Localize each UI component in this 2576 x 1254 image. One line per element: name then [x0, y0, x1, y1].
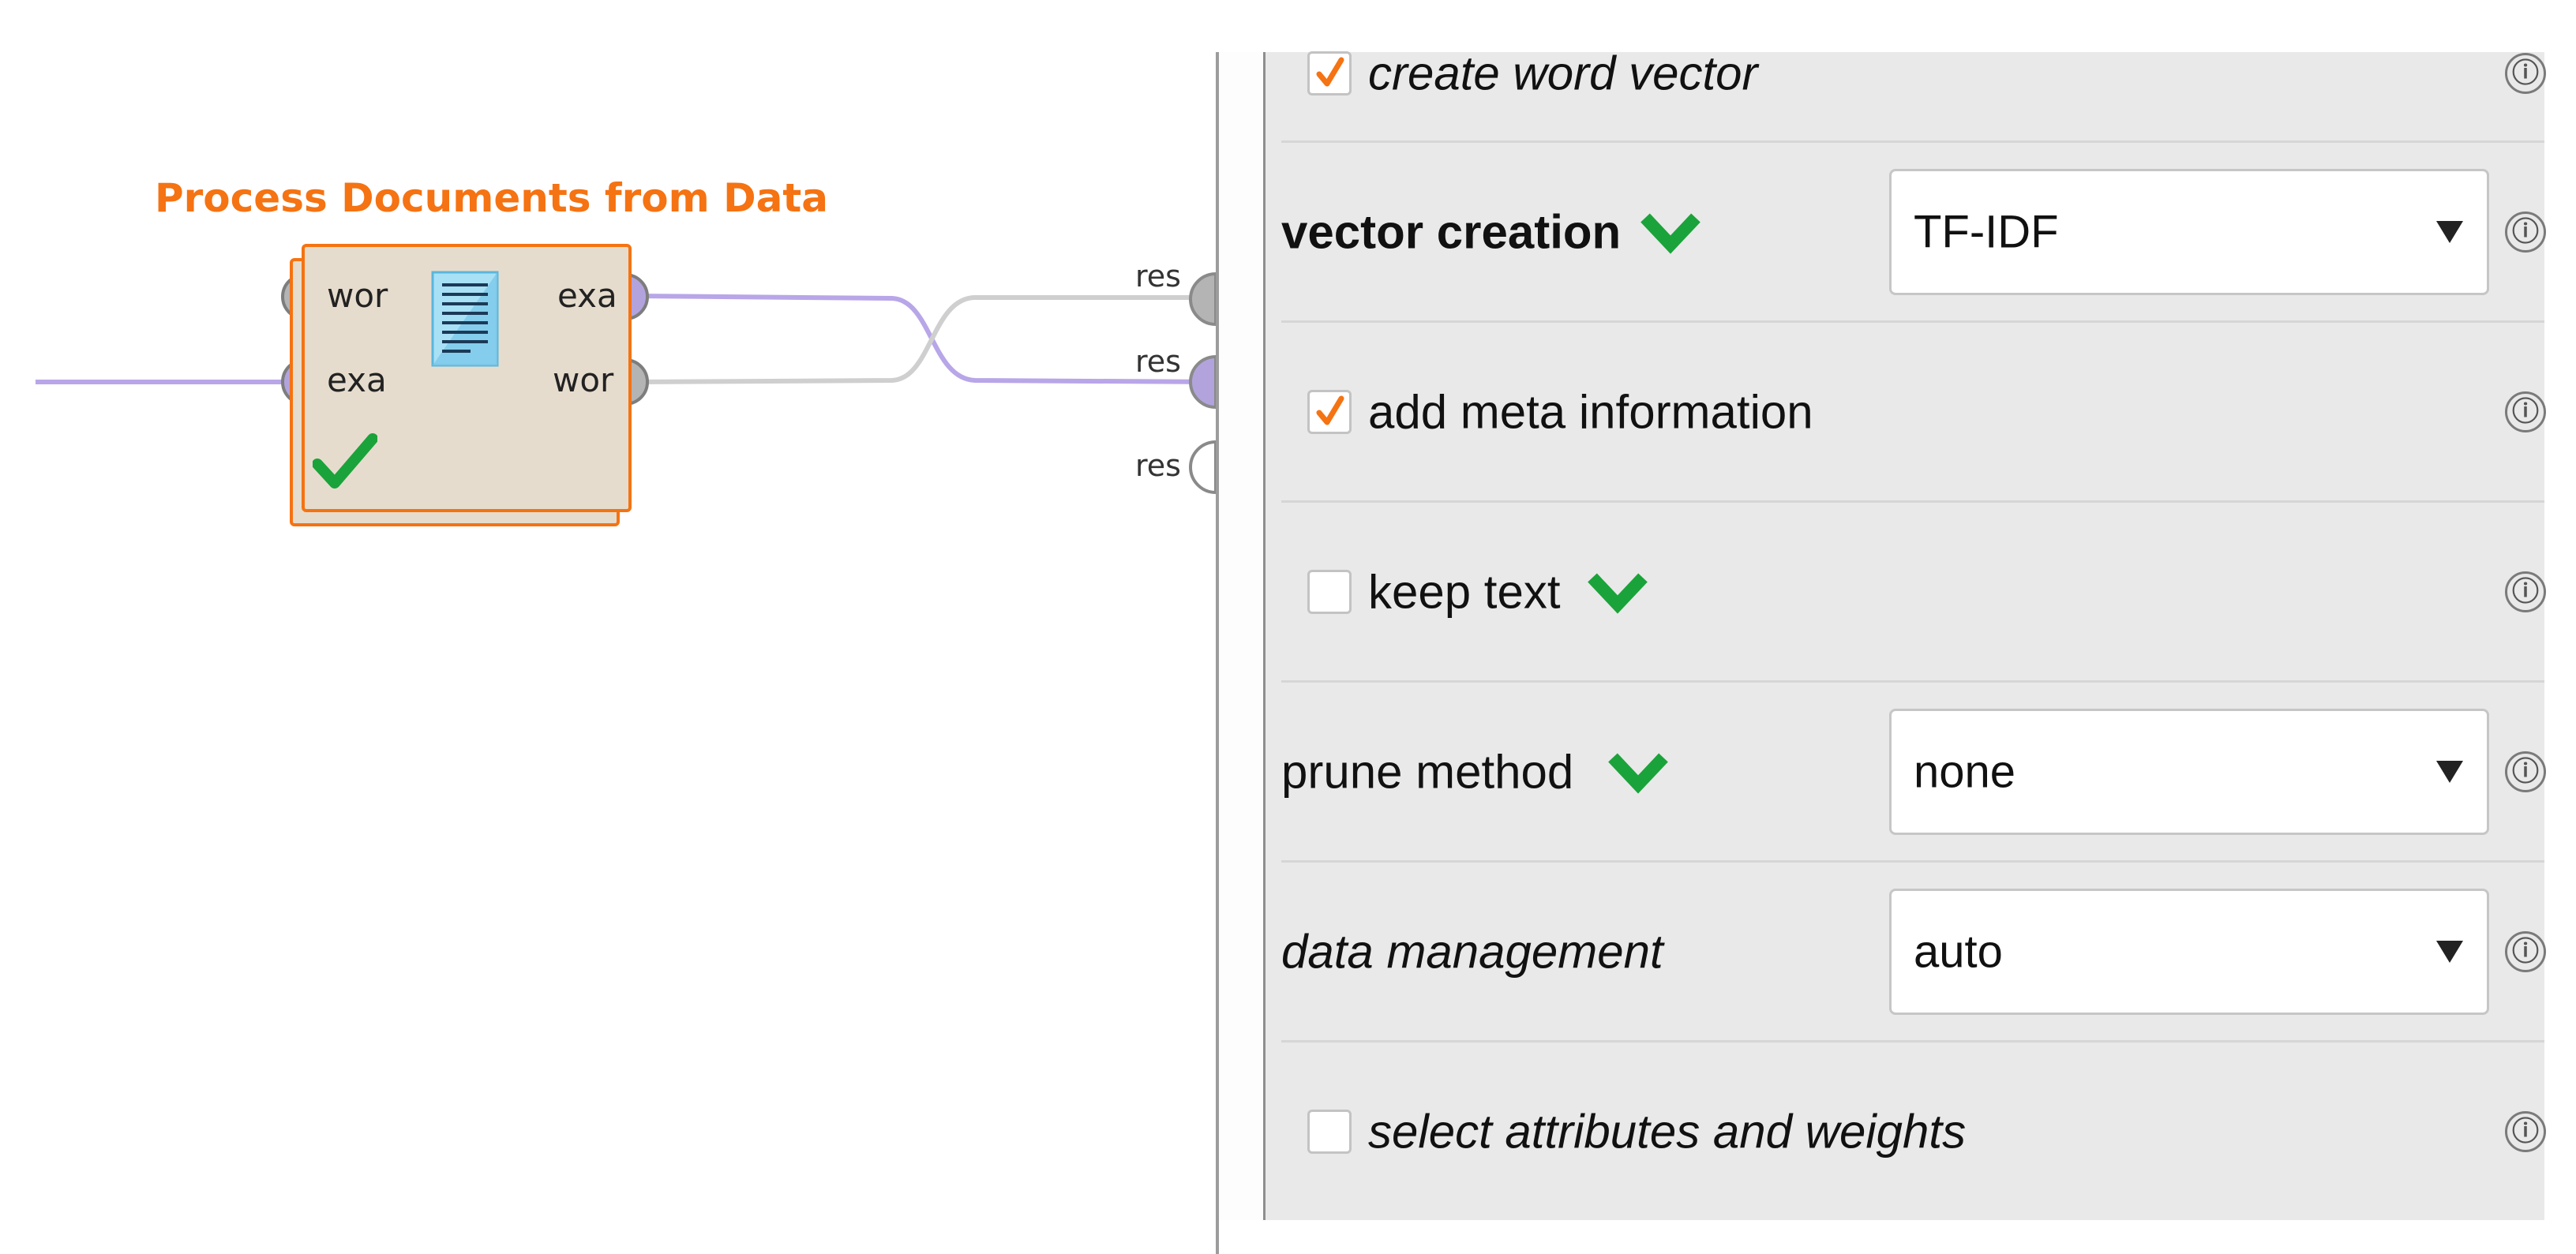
param-row-select-attributes-and-weights: select attributes and weights ⓘ	[1281, 1043, 2546, 1220]
dropdown-arrow-icon	[2436, 760, 2463, 783]
output-port-label-exa: exa	[557, 276, 617, 315]
info-icon[interactable]: ⓘ	[2505, 930, 2546, 972]
combo-value-prune-method: none	[1914, 746, 2016, 797]
result-port-3	[1189, 440, 1216, 495]
param-label-select-attributes-and-weights: select attributes and weights	[1368, 1105, 1967, 1158]
document-icon	[431, 271, 499, 367]
info-icon[interactable]: ⓘ	[2505, 211, 2546, 253]
operator-title[interactable]: Process Documents from Data	[155, 175, 829, 221]
chevron-down-icon[interactable]	[1588, 570, 1648, 614]
result-port-2	[1189, 354, 1216, 410]
row-divider	[1281, 860, 2544, 863]
info-icon[interactable]: ⓘ	[2505, 52, 2546, 94]
info-icon[interactable]: ⓘ	[2505, 391, 2546, 432]
checkbox-create-word-vector[interactable]	[1307, 51, 1352, 95]
panel-splitter[interactable]	[1216, 52, 1219, 1254]
process-canvas[interactable]: Process Documents from Data wor exa exa …	[0, 0, 1216, 1254]
param-label-keep-text: keep text	[1368, 565, 1561, 618]
panel-gutter	[1219, 52, 1263, 1220]
info-icon[interactable]: ⓘ	[2505, 751, 2546, 792]
param-label-vector-creation: vector creation	[1281, 205, 1622, 258]
param-row-vector-creation: vector creation TF-IDF ⓘ	[1281, 143, 2546, 320]
combo-data-management[interactable]: auto	[1889, 888, 2489, 1015]
dropdown-arrow-icon	[2436, 220, 2463, 243]
combo-value-data-management: auto	[1914, 926, 2003, 977]
row-divider	[1281, 680, 2544, 683]
result-port-1	[1189, 271, 1216, 327]
input-port-label-wor: wor	[327, 276, 388, 315]
input-port-label-exa: exa	[327, 361, 387, 399]
param-row-create-word-vector: create word vector ⓘ	[1281, 0, 2546, 162]
combo-vector-creation[interactable]: TF-IDF	[1889, 168, 2489, 295]
info-icon[interactable]: ⓘ	[2505, 1110, 2546, 1152]
chevron-down-icon[interactable]	[1640, 210, 1700, 254]
chevron-down-icon[interactable]	[1608, 750, 1668, 794]
param-label-data-management: data management	[1281, 925, 1663, 978]
combo-value-vector-creation: TF-IDF	[1914, 206, 2059, 257]
checkbox-add-meta-information[interactable]	[1307, 389, 1352, 434]
info-icon[interactable]: ⓘ	[2505, 571, 2546, 612]
result-port-label-2: res	[1135, 344, 1181, 379]
param-row-prune-method: prune method none ⓘ	[1281, 683, 2546, 860]
result-port-label-3: res	[1135, 448, 1181, 483]
row-divider	[1281, 140, 2544, 143]
result-port-label-1: res	[1135, 259, 1181, 294]
panel-border	[1263, 52, 1266, 1220]
combo-prune-method[interactable]: none	[1889, 708, 2489, 835]
row-divider	[1281, 500, 2544, 503]
checkbox-select-attributes-and-weights[interactable]	[1307, 1109, 1352, 1154]
param-row-keep-text: keep text ⓘ	[1281, 503, 2546, 680]
row-divider	[1281, 1040, 2544, 1043]
parameters-panel: create word vector ⓘ vector creation TF-…	[1266, 47, 2546, 1220]
param-row-add-meta-information: add meta information ⓘ	[1281, 323, 2546, 500]
output-port-label-wor: wor	[553, 361, 614, 399]
param-row-data-management: data management auto ⓘ	[1281, 863, 2546, 1040]
row-divider	[1281, 320, 2544, 323]
param-label-add-meta-information: add meta information	[1368, 385, 1813, 438]
param-label-prune-method: prune method	[1281, 745, 1574, 798]
param-label-create-word-vector: create word vector	[1368, 47, 1758, 99]
checkbox-keep-text[interactable]	[1307, 569, 1352, 614]
connection-exa-to-res	[636, 294, 1216, 384]
dropdown-arrow-icon	[2436, 940, 2463, 963]
connections-layer	[36, 271, 1216, 495]
check-icon	[313, 432, 377, 489]
connection-wor-to-res	[636, 295, 1216, 384]
